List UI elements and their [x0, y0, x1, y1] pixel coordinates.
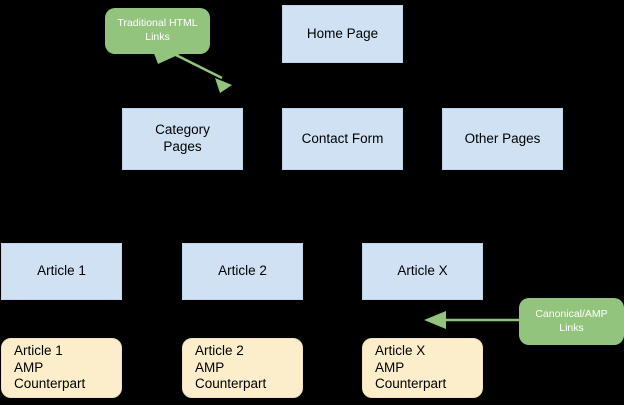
node-article-1-amp-counterpart[interactable]: Article 1 AMP Counterpart: [1, 338, 122, 398]
node-article-x-amp-counterpart[interactable]: Article X AMP Counterpart: [362, 338, 483, 398]
node-label: Article 2 AMP Counterpart: [195, 342, 267, 392]
node-category-pages[interactable]: Category Pages: [122, 108, 243, 170]
node-label: Other Pages: [464, 130, 541, 146]
node-label: Article X AMP Counterpart: [375, 342, 447, 392]
node-article-2[interactable]: Article 2: [182, 243, 303, 300]
callout-label: Traditional HTML Links: [117, 17, 198, 43]
arrow-traditional-html-links: [167, 49, 232, 93]
node-article-x[interactable]: Article X: [362, 243, 483, 300]
node-other-pages[interactable]: Other Pages: [442, 108, 563, 170]
node-article-2-amp-counterpart[interactable]: Article 2 AMP Counterpart: [182, 338, 303, 398]
node-label: Article 1 AMP Counterpart: [14, 342, 86, 392]
callout-label: Canonical/AMP Links: [535, 307, 608, 334]
node-article-1[interactable]: Article 1: [1, 243, 122, 300]
node-label: Home Page: [306, 25, 379, 41]
node-label: Article X: [397, 263, 448, 279]
node-label: Category Pages: [155, 122, 210, 154]
node-label: Contact Form: [301, 130, 384, 146]
node-contact-form[interactable]: Contact Form: [282, 108, 403, 170]
callout-traditional-html-links[interactable]: Traditional HTML Links: [105, 8, 210, 54]
node-label: Article 1: [37, 263, 86, 279]
node-home-page[interactable]: Home Page: [282, 5, 403, 63]
callout-canonical-amp-links[interactable]: Canonical/AMP Links: [519, 298, 624, 345]
node-label: Article 2: [218, 263, 267, 279]
arrow-canonical-amp-links: [424, 311, 519, 329]
